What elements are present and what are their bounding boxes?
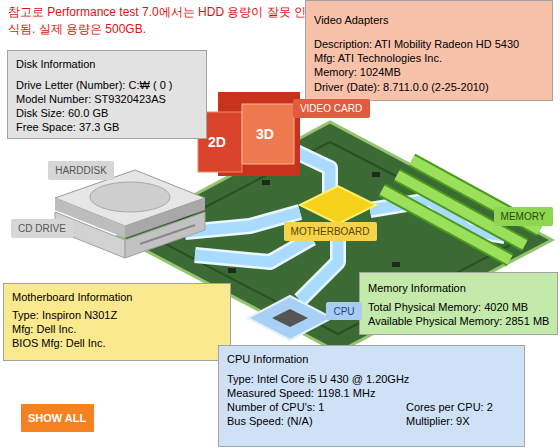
tag-text: CPU (333, 306, 354, 317)
button-text: SHOW ALL (28, 412, 86, 424)
panel-text: Memory: 1024MB (314, 65, 401, 79)
panel-text: Cores per CPU: 2 (406, 400, 493, 414)
cpu-socket (248, 296, 332, 340)
panel-text: Description: ATI Mobility Radeon HD 5430 (314, 37, 519, 51)
chip-label: 2D (208, 134, 226, 150)
info-panel: Memory InformationTotal Physical Memory:… (359, 272, 558, 335)
cpu-chip (272, 309, 308, 327)
info-panel: Disk InformationDrive Letter (Number): C… (7, 50, 207, 139)
panel-text: Driver (Date): 8.711.0.0 (2-25-2010) (314, 80, 489, 94)
panel-text: Available Physical Memory: 2851 MB (368, 314, 549, 328)
panel-text: Number of CPU's: 1 (227, 400, 324, 414)
note-text: 참고로 Performance test 7.0에서는 HDD 용량이 잘못 인… (8, 4, 313, 38)
panel-text: Model Number: ST9320423AS (16, 92, 166, 106)
tag-text: CD DRIVE (18, 223, 66, 234)
component-tag: CPU (326, 302, 362, 320)
component-tag: VIDEO CARD (293, 99, 370, 118)
board-component (372, 172, 380, 177)
panel-heading: CPU Information (227, 352, 308, 366)
panel-text: Measured Speed: 1198.1 MHz (227, 386, 375, 400)
show-all-button: SHOW ALL (21, 404, 94, 432)
motherboard-chip (300, 186, 376, 224)
tag-text: MOTHERBOARD (291, 226, 370, 237)
bus-pipe-edge (195, 238, 312, 262)
panel-text: Type: Intel Core i5 U 430 @ 1.20GHz (227, 372, 409, 386)
memory-stick (382, 190, 510, 260)
bus-pipe (195, 238, 312, 262)
info-panel: Video AdaptersDescription: ATI Mobility … (305, 0, 553, 101)
panel-heading: Video Adapters (314, 13, 388, 27)
panel-heading: Disk Information (16, 57, 95, 71)
panel-text: Bus Speed: (N/A) (227, 414, 313, 428)
board-component (392, 262, 400, 267)
panel-heading: Motherboard Information (12, 290, 132, 304)
panel-text: Disk Size: 60.0 GB (16, 106, 108, 120)
panel-text: Type: Inspiron N301Z (12, 308, 117, 322)
harddisk-platter (90, 182, 170, 212)
board-component (228, 268, 236, 273)
video-3d-block (242, 104, 294, 164)
component-tag: HARDDISK (48, 161, 114, 180)
panel-heading: Memory Information (368, 281, 466, 295)
info-panel: CPU InformationType: Intel Core i5 U 430… (218, 345, 525, 447)
component-tag: CD DRIVE (11, 219, 73, 238)
panel-text: Drive Letter (Number): C:₩ ( 0 ) (16, 78, 172, 92)
tag-text: HARDDISK (55, 165, 107, 176)
cd-drive-slot (140, 225, 195, 244)
panel-text: Mfg: Dell Inc. (12, 322, 76, 336)
component-tag: MEMORY (494, 207, 553, 226)
cd-drive-side (125, 212, 205, 258)
info-panel: Motherboard InformationType: Inspiron N3… (3, 283, 231, 361)
chip-label: 3D (256, 126, 274, 142)
memory-stick-edge (382, 190, 510, 260)
panel-text: Free Space: 37.3 GB (16, 120, 119, 134)
component-tag: MOTHERBOARD (284, 222, 377, 241)
board-component (262, 180, 270, 185)
tag-text: MEMORY (501, 211, 546, 222)
panel-text: Mfg: ATI Technologies Inc. (314, 51, 442, 65)
panel-text: Total Physical Memory: 4020 MB (368, 300, 528, 314)
panel-text: BIOS Mfg: Dell Inc. (12, 336, 106, 350)
tag-text: VIDEO CARD (300, 103, 362, 114)
panel-text: Multiplier: 9X (406, 414, 470, 428)
